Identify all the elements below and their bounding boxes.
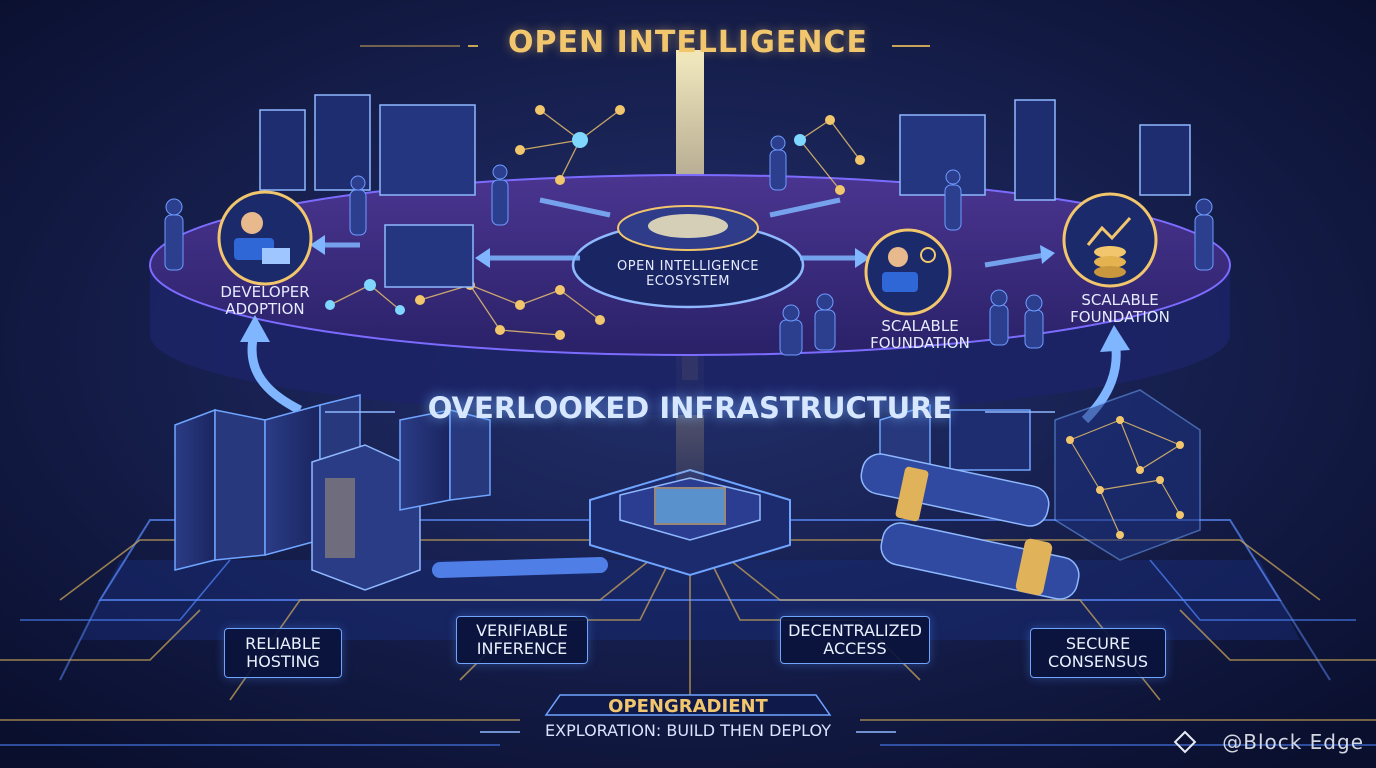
engineer-icon [864,228,952,316]
developer-adoption-label: DEVELOPER ADOPTION [220,283,310,319]
developer-icon [217,190,313,286]
opengradient-brand: OPENGRADIENT [608,696,768,717]
left-arrowhead-icon [240,315,270,342]
footer-bracket [544,694,832,716]
ecosystem-ring [571,205,805,309]
arrowheads [310,235,1055,268]
pipes [432,453,1080,600]
main-title: OPEN INTELLIGENCE [508,25,868,60]
blockedge-logo-icon [1173,730,1197,754]
infrastructure-title: OVERLOOKED INFRASTRUCTURE [427,391,953,425]
monitors [259,94,1191,288]
people [164,135,1214,356]
reliable-hosting-card: RELIABLE HOSTING [224,628,342,678]
flow-arrows [320,197,1046,268]
verifiable-inference-card: VERIFIABLE INFERENCE [456,616,588,664]
secure-consensus-card: SECURE CONSENSUS [1030,628,1166,678]
footer-tagline: EXPLORATION: BUILD THEN DEPLOY [545,721,831,740]
scalable-foundation-center-label: SCALABLE FOUNDATION [870,317,970,353]
database-growth-icon [1062,192,1158,288]
network-cube [1054,389,1201,561]
right-arrowhead-icon [1100,325,1130,352]
processor-chip [589,468,791,577]
ecosystem-center-label: OPEN INTELLIGENCE ECOSYSTEM [617,259,759,289]
scalable-foundation-right-label: SCALABLE FOUNDATION [1070,291,1170,327]
watermark-text: @Block Edge [1222,730,1364,754]
decentralized-access-card: DECENTRALIZED ACCESS [780,616,930,664]
